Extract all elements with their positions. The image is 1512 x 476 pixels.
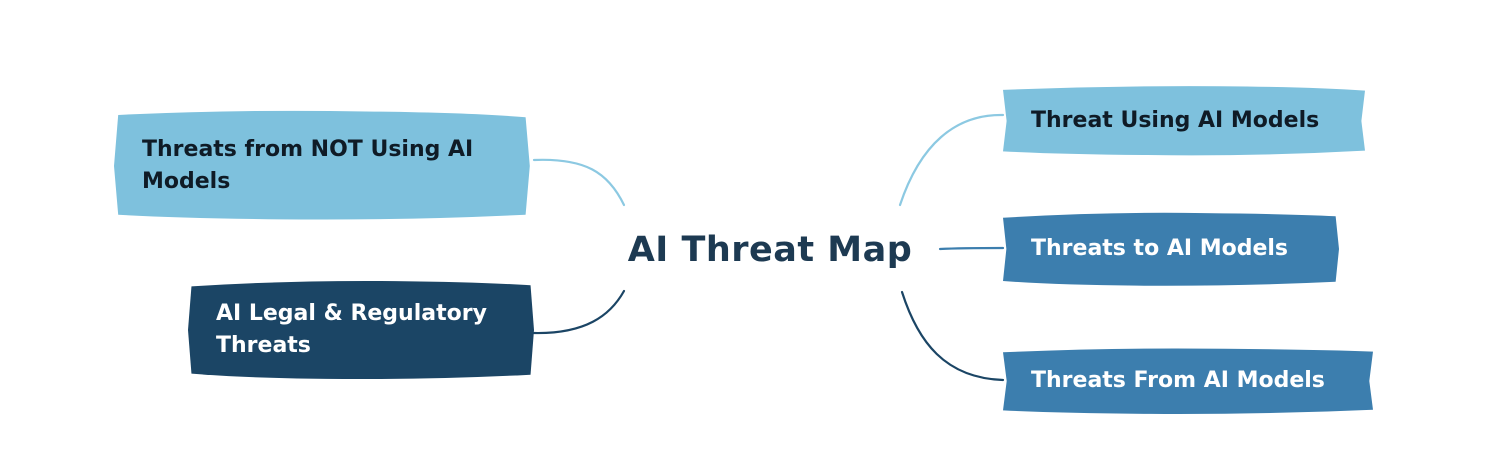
node-label: Threat Using AI Models (1031, 108, 1320, 133)
connector-from (900, 290, 1005, 382)
connector-to (938, 246, 1005, 251)
node-label: AI Legal & Regulatory Threats (216, 301, 487, 358)
node-threat-using-ai-models[interactable]: Threat Using AI Models (1003, 84, 1365, 158)
node-shape (1003, 86, 1365, 156)
connector-not-using (532, 158, 626, 207)
node-threats-from-not-using-ai-models[interactable]: Threats from NOT Using AI Models (114, 108, 534, 224)
node-shape (114, 110, 530, 220)
node-threats-from-ai-models[interactable]: Threats From AI Models (1003, 346, 1373, 416)
node-shape (1003, 212, 1339, 286)
node-label: Threats from NOT Using AI Models (142, 137, 474, 194)
connector-legal (532, 289, 626, 335)
node-ai-legal-regulatory-threats[interactable]: AI Legal & Regulatory Threats (188, 278, 534, 382)
connector-using (898, 113, 1005, 207)
node-label: Threats From AI Models (1031, 368, 1325, 393)
node-shape (1003, 348, 1373, 414)
node-threats-to-ai-models[interactable]: Threats to AI Models (1003, 210, 1339, 288)
node-label: Threats to AI Models (1031, 236, 1289, 261)
node-shape (188, 280, 534, 380)
center-title: AI Threat Map (627, 230, 913, 270)
